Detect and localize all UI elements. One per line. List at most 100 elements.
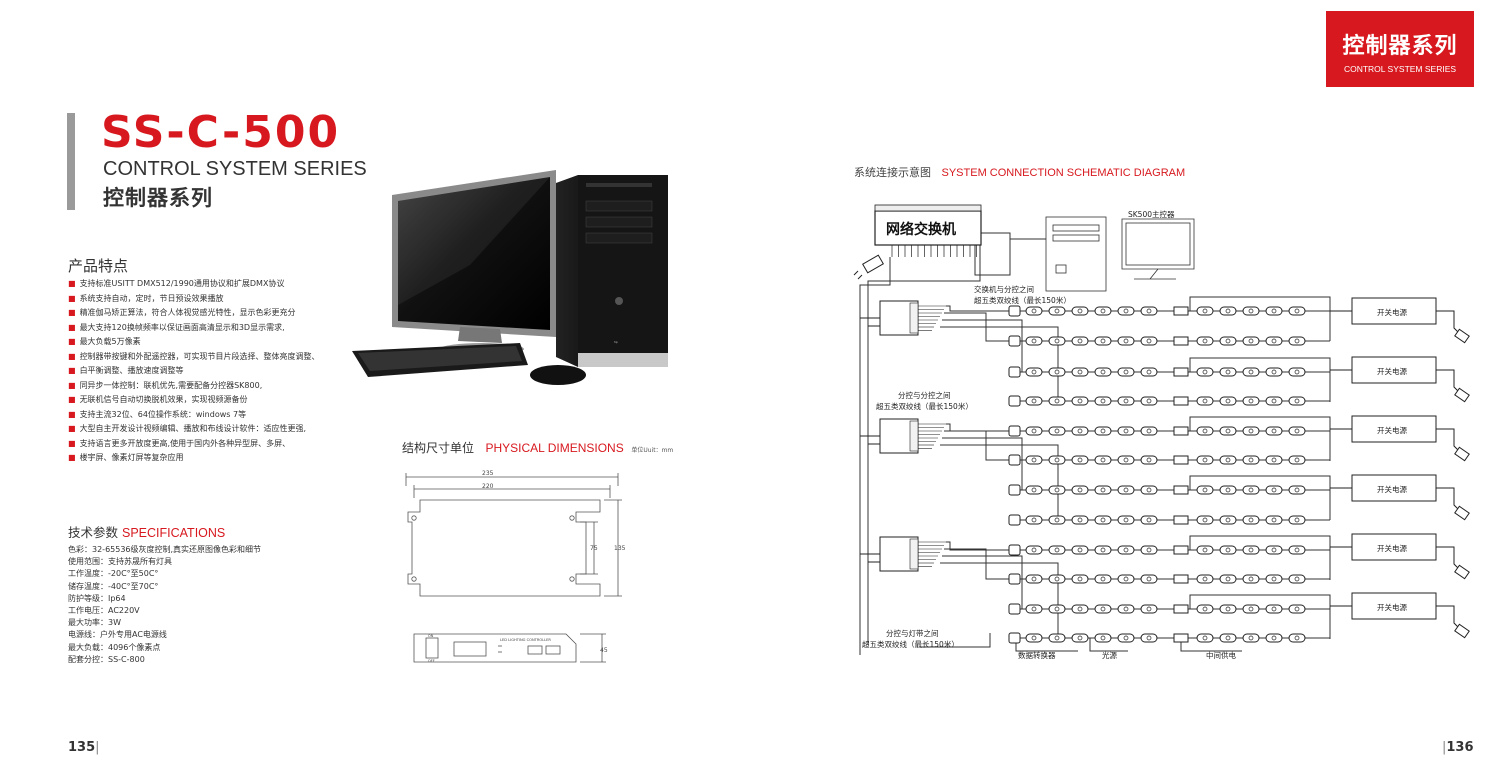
list-item: 电源线：户外专用AC电源线 [68, 630, 167, 640]
list-item: ■支持标准USITT DMX512/1990通用协议和扩展DMX协议 [68, 279, 285, 288]
switch-on-label: ON [428, 634, 434, 638]
schematic-title: 系统连接示意图 SYSTEM CONNECTION SCHEMATIC DIAG… [854, 166, 1186, 179]
specs-title: 技术参数 SPECIFICATIONS [68, 525, 226, 540]
switch-plug-icon [853, 254, 884, 280]
power-injector-icon [1173, 515, 1189, 525]
power-injector-icon [1173, 396, 1189, 406]
dim-inner-height: 75 [590, 545, 598, 552]
power-supply-icon: 开关电源 [1330, 533, 1470, 580]
led-strip [1008, 454, 1330, 466]
series-badge: 控制器系列 CONTROL SYSTEM SERIES [1326, 11, 1474, 87]
list-item: 最大负载：4096个像素点 [68, 642, 161, 652]
list-item: 使用范围：支持苏晟所有灯具 [68, 557, 172, 567]
page-number-left: 135| [68, 740, 100, 755]
list-item: 最大功率：3W [68, 618, 121, 628]
power-supply-label: 开关电源 [1377, 602, 1407, 612]
keyboard [352, 343, 528, 377]
features-title: 产品特点 [68, 257, 129, 275]
connection-diagram: 网络交换机 SK500主控器 交换机与分控之间 超五类双绞线（最长150米） 分… [853, 204, 1470, 660]
list-item: 工作温度：-20C°至50C° [68, 569, 159, 579]
list-item: ■楼宇屏、像素灯屏等复杂应用 [68, 453, 184, 462]
wire [1189, 357, 1331, 402]
power-supply-label: 开关电源 [1377, 484, 1407, 494]
data-converter-icon [1008, 484, 1021, 496]
led-strip [1008, 335, 1330, 347]
specs-list: 色彩：32-65536级灰度控制,真实还原图像色彩和细节 使用范围：支持苏晟所有… [68, 544, 261, 666]
list-item: 工作电压：AC220V [68, 605, 140, 615]
legend-power: 中间供电 [1206, 650, 1236, 660]
list-item: ■精准伽马矫正算法，符合人体视觉感光特性，显示色彩更充分 [68, 308, 296, 317]
list-item: ■同异步一体控制：联机优先,需要配备分控器SK800, [68, 380, 263, 390]
power-supply-icon: 开关电源 [1330, 592, 1470, 639]
list-item: 配套分控：SS-C-800 [68, 654, 145, 664]
list-item: ■最大负载5万像素 [68, 337, 141, 346]
list-item: ■无联机信号自动切换脱机效果，实现视频源备份 [68, 395, 248, 404]
wire [1189, 535, 1331, 580]
power-injector-icon [1173, 426, 1189, 436]
led-strip [1008, 514, 1330, 526]
link1-label-b: 超五类双绞线（最长150米） [974, 295, 1071, 305]
led-strip [1008, 305, 1330, 317]
led-strip [1008, 573, 1330, 585]
page-number-right: |136 [1442, 740, 1474, 755]
led-strip [1008, 425, 1330, 437]
power-supply-icon: 开关电源 [1330, 474, 1470, 521]
pc-tower: hp [556, 175, 668, 367]
data-converter-icon [1008, 573, 1021, 585]
power-supply-label: 开关电源 [1377, 425, 1407, 435]
link2-label-a: 分控与分控之间 [898, 390, 951, 400]
power-supply-label: 开关电源 [1377, 543, 1407, 553]
computer-illustration: hp [352, 170, 668, 385]
power-supply-icon: 开关电源 [1330, 415, 1470, 462]
data-converter-icon [1008, 514, 1021, 526]
host-label: SK500主控器 [1128, 209, 1175, 219]
link3-label-a: 分控与灯带之间 [886, 628, 939, 638]
power-injector-icon [1173, 367, 1189, 377]
data-converter-icon [1008, 632, 1021, 644]
wire [859, 257, 891, 655]
led-strip [1008, 395, 1330, 407]
list-item: ■白平衡调整、播放速度调整等 [68, 366, 184, 375]
plug-icon [1454, 387, 1470, 403]
data-converter-icon [1008, 425, 1021, 437]
power-injector-icon [1173, 336, 1189, 346]
list-item: ■最大支持120换帧频率以保证画面高清显示和3D显示需求, [68, 322, 285, 332]
led-strip [1008, 366, 1330, 378]
data-converter-icon [1008, 544, 1021, 556]
wire [920, 633, 991, 648]
led-strip [1008, 603, 1330, 615]
wire [1189, 475, 1331, 520]
wire [1189, 594, 1331, 639]
link2-label-b: 超五类双绞线（最长150米） [876, 401, 973, 411]
power-injector-icon [1173, 545, 1189, 555]
list-item: 色彩：32-65536级灰度控制,真实还原图像色彩和细节 [68, 545, 262, 554]
features-list: ■支持标准USITT DMX512/1990通用协议和扩展DMX协议 ■系统支持… [68, 277, 320, 466]
list-item: 储存温度：-40C°至70C° [68, 581, 159, 591]
data-converter-icon [1008, 366, 1021, 378]
monitor [392, 170, 556, 355]
power-injector-icon [1173, 485, 1189, 495]
data-converter-icon [1008, 603, 1021, 615]
network-switch: 网络交换机 [874, 204, 982, 246]
list-item: 防护等级：Ip64 [68, 593, 126, 603]
link3-label-b: 超五类双绞线（最长150米） [862, 639, 959, 649]
plug-icon [1454, 564, 1470, 580]
wire [867, 245, 981, 645]
wire [946, 423, 1015, 432]
plug-icon [1454, 623, 1470, 639]
list-item: ■支持语言更多开放度更高,使用于国内外各种异型屏、多屏、 [68, 438, 291, 448]
wire [981, 232, 1046, 240]
title-accent-bar [67, 113, 75, 210]
plug-icon [1454, 505, 1470, 521]
mouse [530, 365, 586, 385]
list-item: ■支持主流32位、64位操作系统：windows 7等 [68, 409, 247, 419]
series-title-en: CONTROL SYSTEM SERIES [103, 158, 367, 180]
power-supply-icon: 开关电源 [1330, 356, 1470, 403]
wire [1189, 296, 1331, 341]
sub-controller-icon [860, 418, 946, 454]
power-injector-icon [1173, 574, 1189, 584]
switch-off-label: OFF [428, 659, 435, 663]
device-label: LED LIGHTING CONTROLLER [500, 638, 551, 642]
dim-outer-width: 235 [482, 470, 494, 477]
wire [1189, 416, 1331, 461]
